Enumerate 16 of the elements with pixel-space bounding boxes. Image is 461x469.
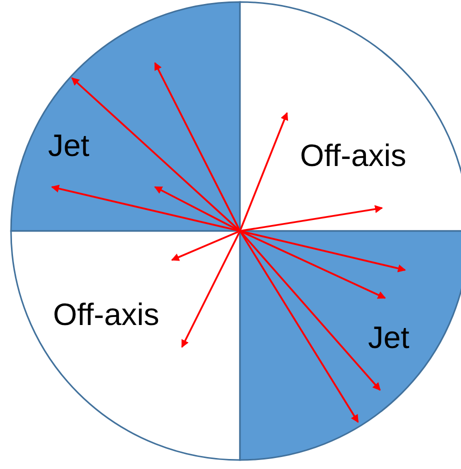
region-label: Off-axis [53,299,160,330]
arrow [241,231,386,299]
arrow [242,205,383,232]
arrow [240,232,381,391]
region-label: Jet [368,322,410,353]
arrow [154,62,240,230]
arrow [154,186,239,231]
arrow [71,77,240,230]
arrow [240,232,359,423]
arrow [240,112,288,230]
origin-point [238,229,242,233]
arrow [171,230,239,261]
arrow [181,232,240,348]
region-label: Jet [48,130,90,161]
arrow [51,184,238,232]
region-label: Off-axis [300,140,406,171]
